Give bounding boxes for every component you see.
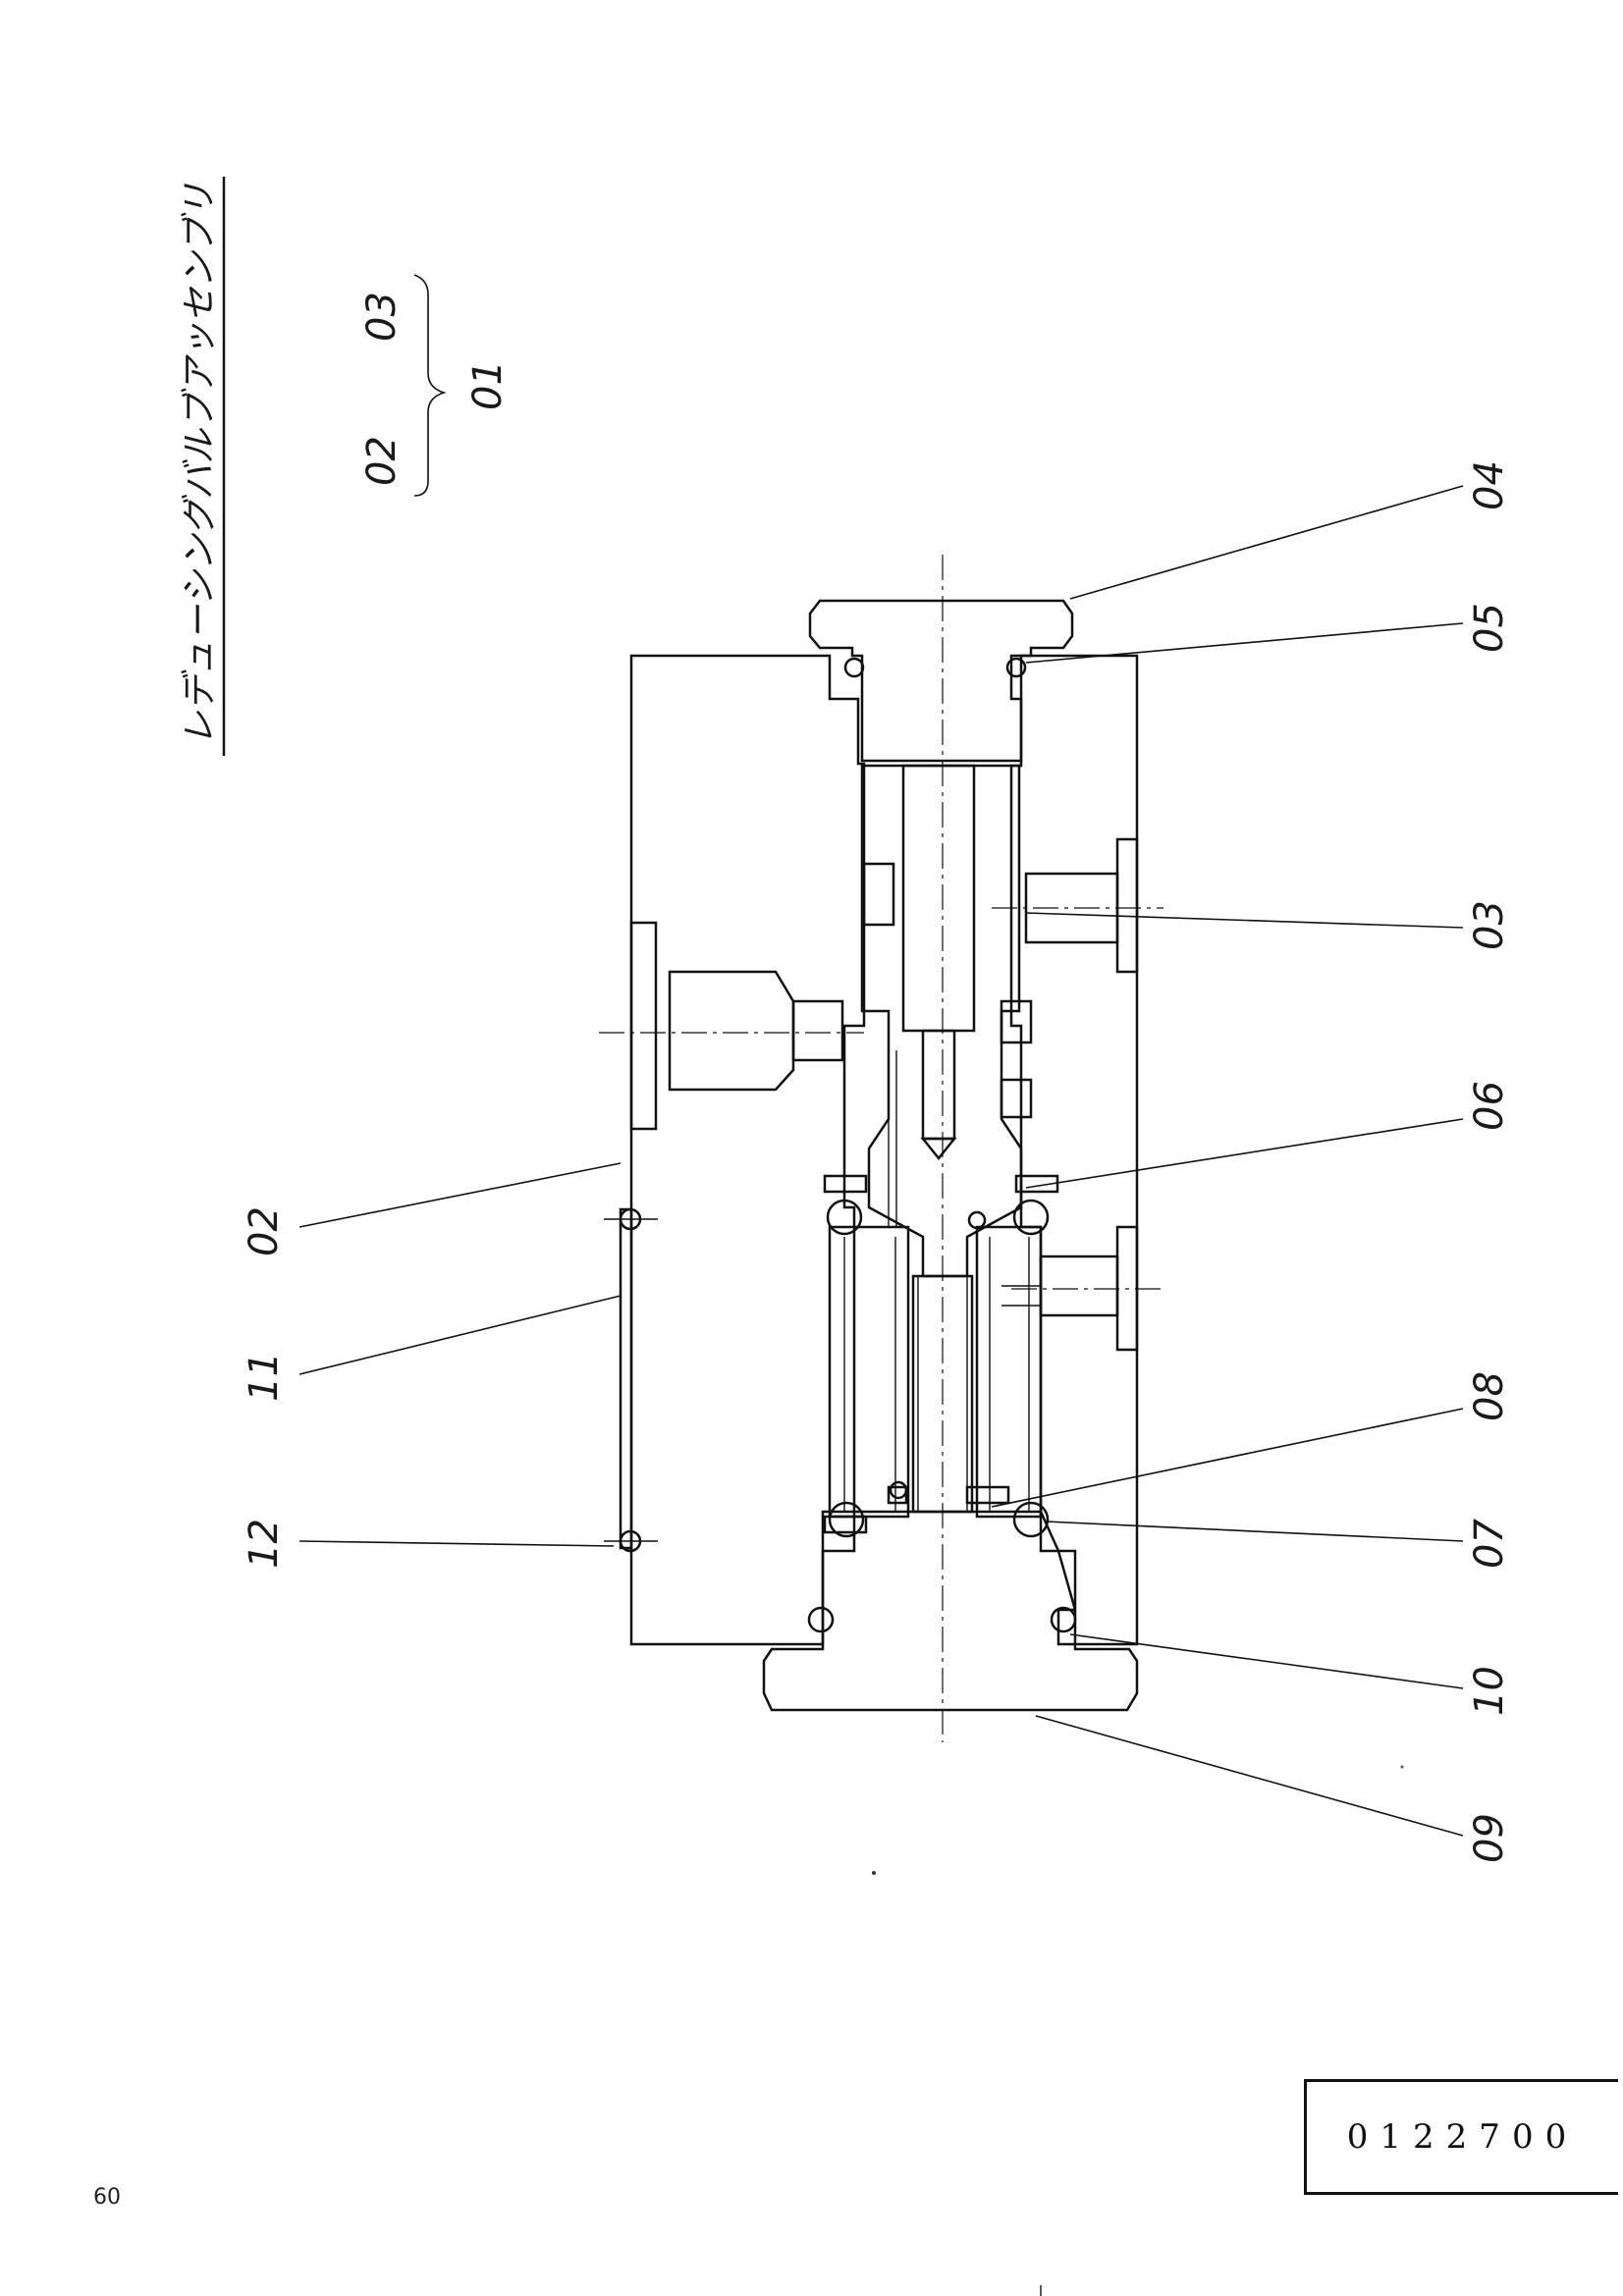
left-port (599, 921, 864, 1131)
left-leaders (298, 1162, 622, 1547)
callout-03: 03 (1467, 900, 1512, 950)
left-callouts: 02 11 12 (242, 1206, 287, 1569)
right-leaders (991, 485, 1464, 1837)
formula-component-1: 02 (359, 436, 405, 486)
drawing-number-box: 0122700 (1304, 2079, 1618, 2195)
o-rings (807, 657, 1077, 1633)
washers (823, 1174, 1059, 1534)
spring-chamber (828, 1225, 1043, 1519)
callout-12: 12 (242, 1519, 287, 1569)
formula-result: 01 (465, 360, 511, 410)
assembly-formula: 02 03 01 (359, 274, 511, 497)
formula-brace (413, 274, 447, 497)
callout-11: 11 (242, 1352, 287, 1402)
callout-06: 06 (1467, 1081, 1512, 1131)
callout-02: 02 (242, 1206, 287, 1256)
drawing-number: 0122700 (1346, 2117, 1579, 2157)
top-plug (808, 599, 1074, 763)
title-block: レデューシングバルブアッセンブリ (180, 177, 226, 756)
formula-component-2: 03 (359, 292, 405, 342)
right-callouts: 04 05 03 06 08 07 10 09 (1467, 460, 1512, 1863)
callout-05: 05 (1467, 603, 1512, 653)
callout-04: 04 (1467, 460, 1512, 510)
drawing-title: レデューシングバルブアッセンブリ (180, 183, 220, 746)
valve-body (629, 654, 1139, 1646)
right-ports (862, 837, 1163, 1352)
scan-marks (872, 1765, 1404, 2296)
callout-07: 07 (1467, 1519, 1512, 1569)
spool (860, 764, 1023, 1278)
page-number: 60 (93, 2185, 121, 2210)
callout-09: 09 (1467, 1813, 1512, 1863)
callout-08: 08 (1467, 1371, 1512, 1421)
bottom-plug (762, 1274, 1139, 1712)
callout-10: 10 (1467, 1666, 1512, 1716)
nameplate (604, 1207, 658, 1553)
